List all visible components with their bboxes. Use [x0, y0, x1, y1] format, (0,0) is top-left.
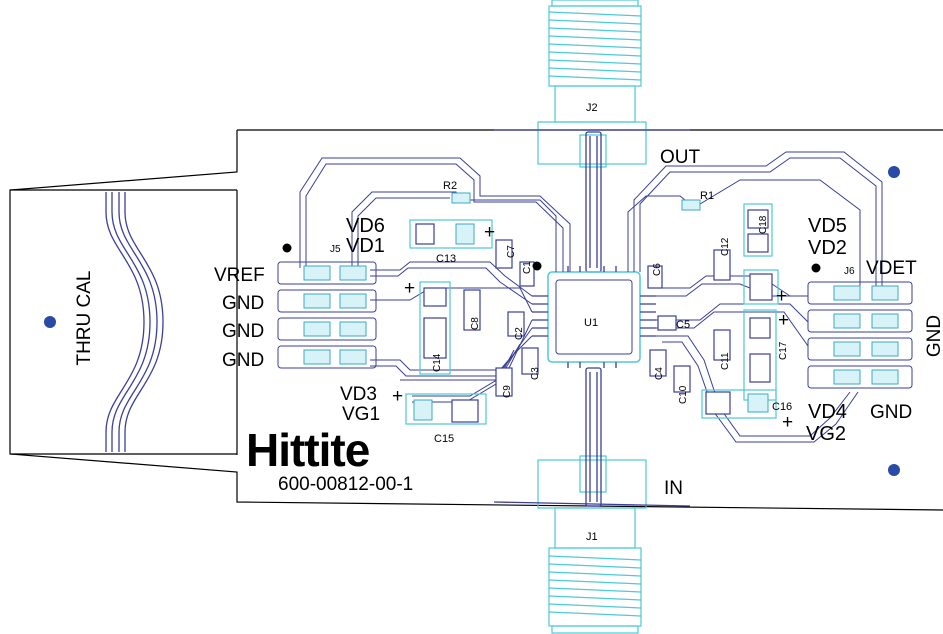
capacitor-c17-label: C17: [778, 341, 789, 360]
capacitor-c-upper-right: [743, 269, 779, 305]
capacitor-c14: [419, 281, 451, 375]
capacitor-c11-label: C11: [720, 352, 731, 370]
capacitor-c16-label: C16: [772, 401, 792, 413]
label-vd1: VD1: [346, 235, 385, 257]
thru-cal-label: THRU CAL: [74, 270, 95, 365]
capacitor-c8: [463, 289, 481, 331]
label-vd6: VD6: [346, 215, 385, 237]
capacitor-c11: [713, 329, 731, 361]
capacitor-c5: [657, 315, 677, 331]
capacitor-c2-label: C2: [514, 327, 525, 340]
label-vg1: VG1: [342, 404, 380, 425]
rf-in-label: IN: [664, 478, 683, 499]
header-j5: [277, 261, 377, 369]
capacitor-c9-label: C9: [502, 385, 513, 398]
ic-u1-label: U1: [584, 317, 598, 329]
capacitor-c16: [701, 389, 777, 419]
thru-cal-trace: [105, 192, 164, 452]
capacitor-c18-label: C18: [758, 215, 769, 234]
label-gnd-side: GND: [924, 315, 943, 357]
capacitor-c4: [649, 349, 667, 377]
pin1-marker-right: [811, 263, 821, 273]
part-number: 600-00812-00-1: [278, 474, 413, 495]
capacitor-c2: [507, 311, 525, 337]
capacitor-c12-label: C12: [720, 237, 731, 256]
thru-cal-via: [44, 316, 56, 328]
capacitor-c1-label: C1: [522, 261, 533, 274]
header-j5-label: J5: [330, 244, 341, 255]
capacitor-c15: [405, 393, 487, 425]
capacitor-c13: [409, 219, 493, 249]
capacitor-c4-label: C4: [654, 367, 665, 380]
label-vdet: VDET: [866, 258, 917, 279]
capacitor-c18: [743, 203, 773, 257]
capacitor-c10-label: C10: [678, 385, 689, 404]
resistor-r2: [451, 192, 471, 204]
capacitor-c14-label: C14: [432, 353, 443, 372]
connector-j2: [537, 0, 647, 168]
resistor-r1-label: R1: [700, 190, 714, 202]
right-bias-traces: [627, 151, 883, 443]
pin1-marker-ic: [532, 261, 542, 271]
rf-input-line: [493, 367, 691, 507]
pin-label-gnd-1: GND: [222, 293, 264, 314]
polarity-c17: +: [778, 310, 789, 331]
capacitor-c5-label: C5: [676, 319, 690, 331]
pin-label-gnd-2: GND: [222, 321, 264, 342]
connector-j2-label: J2: [586, 102, 598, 114]
polarity-c14: +: [404, 278, 415, 299]
polarity-c18: +: [776, 286, 787, 307]
capacitor-c12: [713, 249, 731, 281]
capacitor-c17: [743, 309, 777, 401]
capacitor-c3: [521, 347, 539, 375]
polarity-c16: +: [782, 412, 793, 433]
capacitor-c3-label: C3: [530, 367, 541, 380]
rf-out-label: OUT: [660, 147, 701, 168]
label-vd2: VD2: [808, 237, 847, 259]
resistor-r1: [681, 199, 701, 211]
ic-u1: [532, 266, 656, 368]
capacitor-c7: [495, 239, 513, 269]
hittite-logo: Hittite: [246, 424, 370, 476]
label-vd3: VD3: [340, 384, 377, 405]
capacitor-c8-label: C8: [470, 317, 481, 330]
polarity-c13: +: [484, 222, 495, 243]
pin-label-gnd-3: GND: [222, 350, 264, 371]
label-vg2: VG2: [806, 423, 846, 445]
header-j6: [807, 281, 913, 389]
label-vd4: VD4: [808, 401, 847, 423]
label-vd5: VD5: [808, 215, 847, 237]
capacitor-c6: [647, 265, 663, 289]
connector-j1: [537, 455, 647, 634]
capacitor-c6-label: C6: [652, 263, 663, 276]
resistor-r2-label: R2: [443, 180, 457, 192]
rf-output-line: [494, 129, 690, 273]
mounting-via-bottom: [888, 464, 900, 476]
capacitor-c7-label: C7: [506, 245, 517, 258]
left-bias-traces: [299, 157, 571, 403]
capacitor-c10: [673, 365, 691, 393]
capacitor-c15-label: C15: [434, 433, 454, 445]
header-j6-label: J6: [844, 266, 855, 277]
pin-label-vref: VREF: [214, 265, 265, 286]
connector-j1-label: J1: [586, 531, 598, 543]
capacitor-c1: [519, 261, 535, 287]
label-gnd-bottom: GND: [870, 402, 912, 423]
pin1-marker-left: [282, 243, 292, 253]
mounting-via-top: [888, 166, 900, 178]
capacitor-c9: [495, 367, 513, 397]
polarity-c15: +: [392, 386, 403, 407]
capacitor-c13-label: C13: [436, 253, 456, 265]
